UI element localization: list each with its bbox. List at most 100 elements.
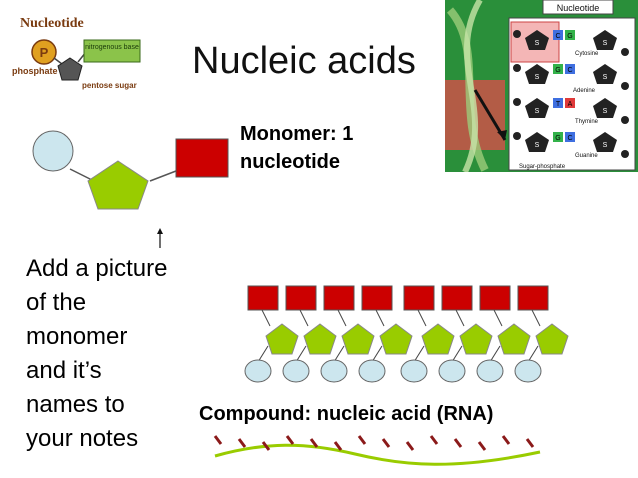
note-line: your notes	[26, 425, 139, 452]
svg-text:S: S	[603, 108, 608, 115]
pointer-arrow-icon	[157, 228, 163, 248]
monomer-diagram	[32, 130, 229, 210]
chain-sugar	[497, 323, 531, 355]
dna-inset-backbone-label: Sugar-phosphate	[519, 164, 566, 170]
chain-nucleotide	[476, 285, 531, 383]
svg-text:S: S	[535, 40, 540, 47]
rna-base-tick	[477, 441, 487, 451]
chain-sugar	[265, 323, 299, 355]
note-line: Add a picture	[26, 255, 168, 282]
chain-base	[285, 285, 317, 311]
polymer-chain-diagram	[244, 285, 569, 383]
chain-sugar	[379, 323, 413, 355]
svg-text:G: G	[567, 33, 572, 40]
dna-base-right	[565, 98, 575, 108]
inset-phosphate-label: phosphate	[12, 66, 58, 76]
chain-base	[323, 285, 355, 311]
instruction-note: Add a picture of the monomer and it’s na…	[26, 252, 206, 456]
svg-text:G: G	[555, 67, 560, 74]
rna-base-tick	[309, 438, 319, 448]
dna-phosphate-left	[513, 64, 521, 72]
compound-label: Compound: nucleic acid (RNA)	[199, 403, 494, 425]
rna-base-tick	[381, 438, 391, 448]
svg-text:G: G	[555, 135, 560, 142]
polymer-chain	[244, 285, 569, 383]
nucleotide-inset-diagram: P nitrogenous base phosphate pentose sug…	[12, 39, 141, 90]
rna-base-tick	[285, 435, 295, 445]
dna-inset-header-box	[542, 0, 614, 15]
dna-base-right	[565, 132, 575, 142]
svg-text:C: C	[555, 33, 560, 40]
rna-strand-diagram	[213, 435, 541, 466]
inset-phosphate-circle	[31, 39, 57, 65]
chain-base	[517, 285, 549, 311]
chain-base	[441, 285, 473, 311]
chain-phosphate	[244, 359, 272, 383]
chain-nucleotide	[438, 285, 493, 383]
chain-sugar	[421, 323, 455, 355]
nucleotide-inset-title: Nucleotide	[20, 16, 84, 31]
chain-nucleotide	[282, 285, 337, 383]
dna-phosphate-right	[621, 48, 629, 56]
dna-base-right	[565, 30, 575, 40]
dna-phosphate-right	[621, 116, 629, 124]
inset-base-rect	[83, 39, 141, 63]
rna-base-tick	[501, 435, 511, 445]
dna-base-left	[553, 30, 563, 40]
svg-text:C: C	[567, 67, 572, 74]
sugar-pentagon	[87, 160, 149, 210]
note-line: and it’s	[26, 357, 102, 384]
chain-nucleotide	[514, 285, 569, 383]
svg-text:A: A	[568, 101, 573, 108]
inset-phosphate-letter: P	[40, 45, 49, 60]
chain-phosphate	[476, 359, 504, 383]
svg-text:S: S	[535, 108, 540, 115]
svg-text:C: C	[567, 135, 572, 142]
monomer-label-line1: Monomer: 1	[240, 123, 354, 145]
note-line: of the	[26, 289, 87, 316]
dna-inset-adenine-label: Adenine	[573, 88, 596, 94]
rna-base-tick	[357, 435, 367, 445]
dna-sugar-right	[593, 98, 617, 118]
rna-base-tick	[453, 438, 463, 448]
chain-phosphate	[320, 359, 348, 383]
monomer-label: Monomer: 1 nucleotide	[240, 120, 420, 176]
dna-base-left	[553, 64, 563, 74]
dna-base-name: Guanine	[575, 153, 598, 159]
dna-base-name: Cytosine	[575, 51, 599, 57]
rna-base-tick	[213, 435, 223, 445]
chain-base	[247, 285, 279, 311]
chain-phosphate	[400, 359, 428, 383]
svg-text:S: S	[535, 74, 540, 81]
dna-phosphate-left	[513, 132, 521, 140]
rna-base-tick	[429, 435, 439, 445]
inset-sugar-pentagon	[57, 57, 83, 81]
rna-base-tick	[405, 441, 415, 451]
chain-nucleotide	[244, 285, 299, 383]
dna-sugar-right	[593, 64, 617, 84]
dna-sugar-right	[593, 132, 617, 152]
dna-sugar-left	[525, 98, 549, 118]
chain-base	[403, 285, 435, 311]
svg-text:S: S	[603, 74, 608, 81]
inset-sugar-label: pentose sugar	[82, 81, 137, 90]
dna-phosphate-left	[513, 30, 521, 38]
chain-nucleotide	[320, 285, 375, 383]
phosphate-circle	[32, 130, 74, 172]
chain-sugar	[459, 323, 493, 355]
chain-nucleotide	[358, 285, 413, 383]
dna-sugar-left	[525, 132, 549, 152]
rna-base-tick	[261, 441, 271, 451]
svg-text:S: S	[603, 142, 608, 149]
chain-phosphate	[438, 359, 466, 383]
chain-base	[479, 285, 511, 311]
chain-nucleotide	[400, 285, 455, 383]
dna-inset-header: Nucleotide	[557, 3, 600, 13]
monomer-label-line2: nucleotide	[240, 151, 341, 173]
